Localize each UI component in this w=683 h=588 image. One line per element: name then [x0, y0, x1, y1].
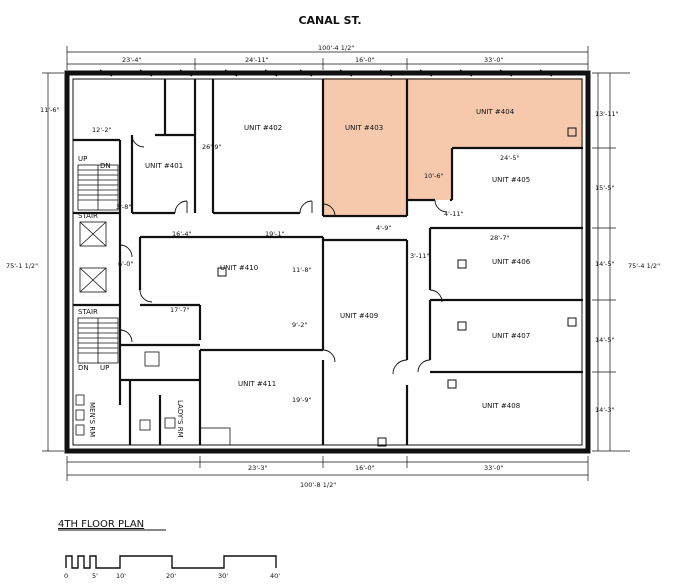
unit-407-label: UNIT #407 — [492, 332, 530, 340]
up-label-bottom: UP — [100, 364, 109, 372]
scale-label-40: 40' — [270, 572, 280, 580]
unit-410-label: UNIT #410 — [220, 264, 258, 272]
dim-right-seg-2: 15'-5" — [595, 184, 615, 192]
dim-4-9: 4'-9" — [376, 224, 391, 232]
stair-top — [77, 164, 119, 211]
dim-top-seg-3: 16'-0" — [355, 56, 375, 64]
dim-right-seg-4: 14'-5" — [595, 336, 615, 344]
door-swings — [119, 134, 448, 375]
restroom-fixtures — [75, 351, 231, 446]
scale-label-5: 5' — [92, 572, 98, 580]
dim-12-2: 12'-2" — [92, 126, 112, 134]
dim-3-8: 3'-8" — [116, 203, 131, 211]
dim-bottom-overall: 100'-8 1/2" — [300, 481, 336, 489]
stair-label-bottom: STAIR — [78, 308, 98, 316]
dim-right-seg-3: 14'-5" — [595, 260, 615, 268]
dim-24-5: 24'-5" — [500, 154, 520, 162]
mens-rm-label: MEN'S RM — [88, 402, 96, 437]
unit-409-label: UNIT #409 — [340, 312, 378, 320]
unit-404-label: UNIT #404 — [476, 108, 515, 116]
dim-left-overall: 75'-1 1/2" — [6, 262, 38, 270]
dim-16-4: 16'-4" — [172, 230, 192, 238]
unit-411-label: UNIT #411 — [238, 380, 276, 388]
exterior-wall — [64, 70, 591, 454]
dim-bottom-seg-1: 23'-3" — [248, 464, 268, 472]
unit-403-label: UNIT #403 — [345, 124, 383, 132]
unit-401-label: UNIT #401 — [145, 162, 183, 170]
dim-19-9: 19'-9" — [292, 396, 312, 404]
up-label-top: UP — [78, 155, 87, 163]
dim-9-2: 9'-2" — [292, 321, 307, 329]
unit-402-label: UNIT #402 — [244, 124, 282, 132]
ladys-rm-label: LADY'S RM — [176, 400, 184, 438]
dim-10-6: 10'-6" — [424, 172, 444, 180]
dn-label-bottom: DN — [78, 364, 89, 372]
plan-title: 4TH FLOOR PLAN — [58, 519, 144, 530]
interior-walls — [73, 79, 583, 445]
dim-top-overall: 100'-4 1/2" — [318, 44, 354, 52]
dim-top-seg-2: 24'-11" — [245, 56, 269, 64]
dim-right-overall: 75'-4 1/2" — [628, 262, 660, 270]
street-label: CANAL ST. — [298, 14, 361, 27]
dim-17-7: 17'-7" — [170, 306, 190, 314]
dim-4-11: 4'-11" — [444, 210, 464, 218]
dimension-lines — [42, 46, 630, 481]
scale-label-10: 10' — [116, 572, 126, 580]
dim-3-11: 3'-11" — [410, 252, 430, 260]
dim-right-seg-5: 14'-3" — [595, 406, 615, 414]
exterior-wall-inner — [72, 78, 583, 446]
scale-label-30: 30' — [218, 572, 228, 580]
unit-405-label: UNIT #405 — [492, 176, 530, 184]
scale-bar — [65, 555, 277, 569]
stair-label-top: STAIR — [78, 212, 98, 220]
unit-406-label: UNIT #406 — [492, 258, 531, 266]
dim-top-seg-1: 23'-4" — [122, 56, 142, 64]
dn-label-top: DN — [100, 162, 111, 170]
dim-6-0: 6'-0" — [118, 260, 133, 268]
dim-26-9: 26'-9" — [202, 143, 222, 151]
stair-bottom — [77, 317, 119, 364]
dim-bottom-seg-2: 16'-0" — [355, 464, 375, 472]
scale-label-0: 0 — [64, 572, 68, 580]
dim-11-6: 11'-6" — [40, 106, 60, 114]
elevator-shafts — [79, 221, 107, 293]
unit-fixtures — [217, 127, 577, 447]
dim-right-seg-1: 13'-11" — [595, 110, 619, 118]
window-marks — [99, 69, 553, 77]
dim-top-seg-4: 33'-0" — [484, 56, 504, 64]
highlight-unit-403 — [323, 78, 407, 216]
dim-28-7: 28'-7" — [490, 234, 510, 242]
unit-408-label: UNIT #408 — [482, 402, 520, 410]
dim-bottom-seg-3: 33'-0" — [484, 464, 504, 472]
dim-19-1: 19'-1" — [265, 230, 285, 238]
dim-11-8: 11'-8" — [292, 266, 312, 274]
scale-label-20: 20' — [166, 572, 176, 580]
